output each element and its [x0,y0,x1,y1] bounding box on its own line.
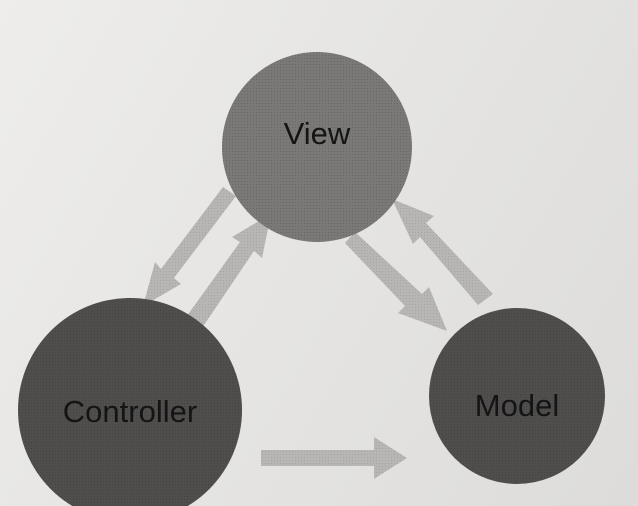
node-controller-label: Controller [63,394,197,429]
arrow-view-to-model [345,232,447,331]
node-model: Model [429,308,605,484]
arrow-model-to-view [392,199,493,305]
node-view: View [222,52,412,242]
node-model-label: Model [475,388,559,423]
arrow-view-to-controller [143,187,236,306]
arrow-controller-to-view [184,214,271,331]
node-view-label: View [284,116,351,151]
arrow-controller-to-model [261,437,407,479]
node-controller: Controller [18,298,242,506]
